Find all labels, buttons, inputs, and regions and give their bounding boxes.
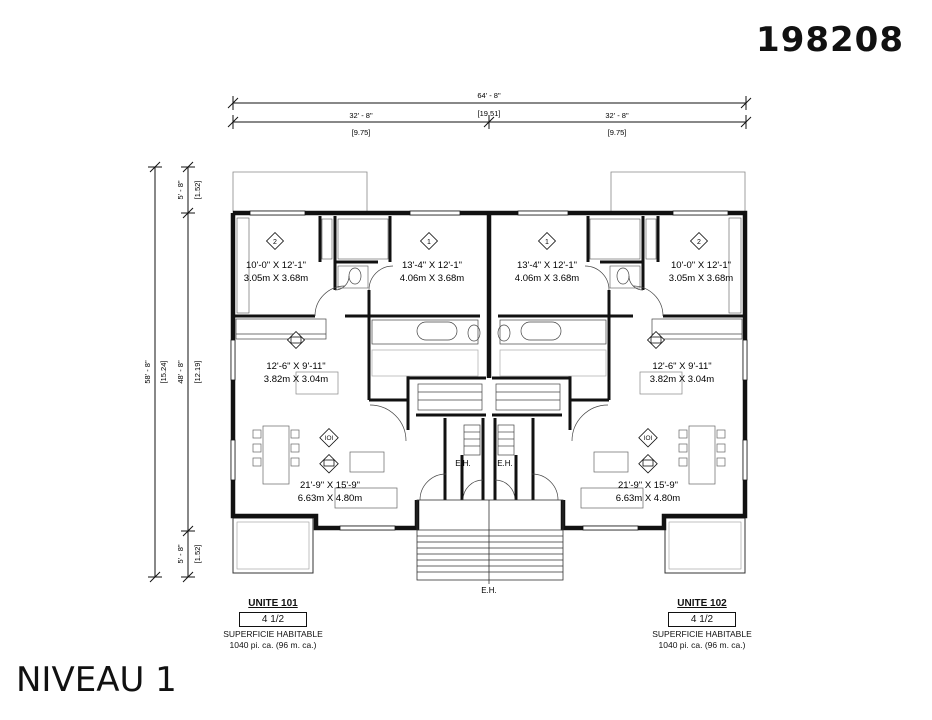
- bedroom2-left-size-metric: 3.05m X 3.68m: [244, 273, 309, 284]
- top-dimension-lines: [227, 96, 752, 129]
- rear-balconies: [232, 171, 746, 213]
- dining-icon: IOI IOI: [319, 427, 658, 448]
- bedroom1-left-size: 13'-4" X 12'-1": [402, 260, 462, 271]
- body-depth-metric-label: [12.19]: [193, 361, 202, 384]
- kitchen-right-size: 12'-6" X 9'-11": [652, 361, 711, 372]
- bedroom1-right-tag: 1: [545, 239, 549, 246]
- half-width-left-label: 32' - 8": [349, 111, 373, 120]
- svg-text:IOI: IOI: [325, 435, 334, 442]
- entrance-stairs: [416, 499, 564, 584]
- kitchen-right-size-metric: 3.82m X 3.04m: [650, 374, 715, 385]
- kitchen-left-size-metric: 3.82m X 3.04m: [264, 374, 329, 385]
- bedroom2-right-size-metric: 3.05m X 3.68m: [669, 273, 734, 284]
- overall-width-label: 64' - 8": [477, 91, 501, 100]
- unit-101-area-label: SUPERFICIE HABITABLE: [223, 629, 323, 639]
- living-left-size: 21'-9" X 15'-9": [300, 480, 360, 491]
- living-left-size-metric: 6.63m X 4.80m: [298, 493, 363, 504]
- unit-101-name: UNITE 101: [248, 598, 298, 609]
- living-right-size: 21'-9" X 15'-9": [618, 480, 678, 491]
- bedroom1-right-size-metric: 4.06m X 3.68m: [515, 273, 580, 284]
- unit-102-name: UNITE 102: [677, 598, 727, 609]
- overall-width-metric-label: [19.51]: [478, 109, 501, 118]
- balcony-bottom-depth-metric-label: [1.52]: [193, 545, 202, 564]
- door-swings: [314, 265, 664, 501]
- bedroom2-right-icon: 2: [689, 231, 709, 251]
- kitchen-counters: [235, 318, 743, 395]
- living-right-size-metric: 6.63m X 4.80m: [616, 493, 681, 504]
- unit-101-info: UNITE 101 4 1/2 SUPERFICIE HABITABLE 104…: [203, 598, 343, 651]
- unit-101-type: 4 1/2: [238, 612, 308, 627]
- bedroom1-left-tag: 1: [427, 239, 431, 246]
- interior-walls: [233, 216, 745, 500]
- unit-102-area: 1040 pi. ca. (96 m. ca.): [658, 640, 746, 650]
- interior-stairs: [417, 383, 561, 456]
- eh-left-label: E.H.: [455, 459, 471, 468]
- bedroom2-right-size: 10'-0" X 12'-1": [671, 260, 731, 271]
- balcony-bottom-depth-label: 5' - 8": [176, 544, 185, 563]
- unit-102-type: 4 1/2: [667, 612, 737, 627]
- bedroom2-left-tag: 2: [273, 239, 277, 246]
- overall-depth-label: 58' - 8": [143, 360, 152, 384]
- eh-entrance-label: E.H.: [481, 586, 497, 595]
- unit-102-info: UNITE 102 4 1/2 SUPERFICIE HABITABLE 104…: [632, 598, 772, 651]
- unit-102-area-label: SUPERFICIE HABITABLE: [652, 629, 752, 639]
- windows: [230, 210, 748, 531]
- left-dimension-lines: [148, 161, 195, 583]
- bedroom1-right-size: 13'-4" X 12'-1": [517, 260, 577, 271]
- bedroom2-left-icon: 2: [265, 231, 285, 251]
- bedroom2-right-tag: 2: [697, 239, 701, 246]
- overall-depth-metric-label: [15.24]: [159, 361, 168, 384]
- eh-right-label: E.H.: [497, 459, 513, 468]
- plan-number: 198208: [756, 20, 904, 60]
- balcony-top-depth-metric-label: [1.52]: [193, 181, 202, 200]
- bedroom1-left-icon: 1: [419, 231, 439, 251]
- bedroom1-right-icon: 1: [537, 231, 557, 251]
- half-width-right-label: 32' - 8": [605, 111, 629, 120]
- sofa-icon: [319, 453, 658, 474]
- bedroom1-left-size-metric: 4.06m X 3.68m: [400, 273, 465, 284]
- svg-text:IOI: IOI: [644, 435, 653, 442]
- bedroom2-left-size: 10'-0" X 12'-1": [246, 260, 306, 271]
- unit-101-area: 1040 pi. ca. (96 m. ca.): [229, 640, 317, 650]
- balcony-top-depth-label: 5' - 8": [176, 180, 185, 199]
- closets: [236, 217, 742, 314]
- half-width-right-metric-label: [9.75]: [608, 128, 627, 137]
- living-furniture: [252, 425, 726, 509]
- half-width-left-metric-label: [9.75]: [352, 128, 371, 137]
- level-title: NIVEAU 1: [16, 660, 177, 700]
- kitchen-left-size: 12'-6" X 9'-11": [266, 361, 325, 372]
- kitchen-icon: [286, 330, 666, 350]
- body-depth-label: 48' - 8": [176, 360, 185, 384]
- bathroom-fixtures: [348, 267, 630, 377]
